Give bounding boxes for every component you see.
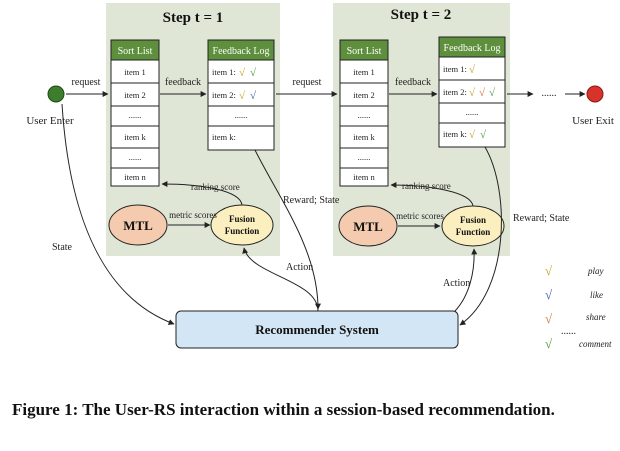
state-arrow: [61, 103, 175, 325]
step1-title: Step t = 1: [163, 10, 224, 26]
comment-check-icon: √: [480, 129, 487, 141]
legend: √ play √ like √ share ...... √ comment: [545, 263, 612, 351]
feedback-item: ......: [466, 107, 479, 117]
metric-scores-label: metric scores: [396, 211, 444, 221]
list-item: item k: [353, 132, 375, 142]
list-item: item 2: [124, 90, 145, 100]
request-label: request: [72, 77, 101, 88]
share-check-icon: √: [545, 311, 553, 326]
continue-dots: ......: [542, 88, 557, 99]
step1-mtl-node: [108, 204, 168, 246]
legend-label-like: like: [590, 290, 603, 300]
share-check-icon: √: [479, 87, 486, 99]
step2-title: Step t = 2: [391, 7, 452, 23]
reward-state-label: Reward; State: [283, 195, 340, 206]
list-item: item 1: [124, 67, 145, 77]
user-exit-label: User Exit: [572, 115, 614, 127]
feedback-label: feedback: [165, 77, 201, 88]
feedback-item: ......: [235, 110, 248, 120]
action-label: Action: [443, 278, 470, 289]
reward-state-arrow: [254, 149, 321, 310]
recommender-system-label: Recommender System: [255, 322, 379, 337]
step2-sort-list: Sort List item 1 item 2 ...... item k ..…: [339, 39, 389, 187]
play-check-icon: √: [239, 67, 246, 79]
feedback-item: item 2:: [212, 90, 236, 100]
action-label: Action: [286, 262, 313, 273]
legend-label-share: share: [586, 312, 606, 322]
fusion-label-line2: Function: [225, 226, 260, 236]
step1-fusion-node: [210, 204, 274, 246]
user-enter-label: User Enter: [26, 115, 74, 127]
action-arrow: [454, 248, 478, 312]
list-item: item n: [353, 172, 375, 182]
list-item: item 1: [353, 67, 374, 77]
play-check-icon: √: [469, 64, 476, 76]
action-arrow: [242, 247, 319, 312]
mtl-label: MTL: [123, 218, 153, 233]
list-item: ......: [129, 110, 142, 120]
ranking-score-label: ranking score: [402, 181, 451, 191]
legend-more-dots: ......: [561, 326, 576, 337]
metric-scores-label: metric scores: [169, 210, 217, 220]
comment-check-icon: √: [250, 67, 257, 79]
step1-feedback-log: Feedback Log item 1: √ √ item 2: √ √ ...…: [207, 39, 275, 151]
feedback-item: item 2:: [443, 87, 467, 97]
play-check-icon: √: [239, 90, 246, 102]
recommender-system-box: [175, 310, 459, 349]
play-check-icon: √: [545, 263, 553, 278]
step2-mtl-node: [338, 205, 398, 247]
list-item: item 2: [353, 90, 374, 100]
list-item: ......: [358, 110, 371, 120]
feedback-log-header-text: Feedback Log: [213, 46, 270, 57]
legend-label-comment: comment: [579, 339, 612, 349]
comment-check-icon: √: [545, 336, 553, 351]
fusion-label-line2: Function: [456, 227, 491, 237]
user-exit-icon: [586, 85, 604, 103]
list-item: ......: [358, 152, 371, 162]
feedback-log-header-text: Feedback Log: [444, 43, 501, 54]
figure-caption: Figure 1: The User-RS interaction within…: [12, 400, 555, 419]
mtl-label: MTL: [353, 219, 383, 234]
play-check-icon: √: [469, 87, 476, 99]
list-item: ......: [129, 152, 142, 162]
feedback-item: item k:: [443, 129, 467, 139]
feedback-item: item 1:: [443, 64, 467, 74]
like-check-icon: √: [545, 287, 553, 302]
feedback-label: feedback: [395, 77, 431, 88]
ranking-score-label: ranking score: [191, 182, 240, 192]
user-enter-icon: [47, 85, 65, 103]
feedback-item: item k:: [212, 132, 236, 142]
fusion-label-line1: Fusion: [460, 215, 486, 225]
like-check-icon: √: [250, 90, 257, 102]
play-check-icon: √: [469, 129, 476, 141]
ranking-score-arrow: [390, 182, 474, 207]
request-label: request: [293, 77, 322, 88]
sort-list-header-text: Sort List: [118, 46, 153, 57]
feedback-item: item 1:: [212, 67, 236, 77]
comment-check-icon: √: [489, 87, 496, 99]
step2-fusion-node: [441, 205, 505, 247]
sort-list-header-text: Sort List: [347, 46, 382, 57]
legend-label-play: play: [587, 266, 604, 276]
list-item: item k: [124, 132, 146, 142]
reward-state-label: Reward; State: [513, 213, 570, 224]
fusion-label-line1: Fusion: [229, 214, 255, 224]
step2-feedback-log: Feedback Log item 1: √ item 2: √ √ √ ...…: [438, 36, 506, 148]
list-item: item n: [124, 172, 146, 182]
step1-sort-list: Sort List item 1 item 2 ...... item k ..…: [110, 39, 160, 187]
user-rs-interaction-diagram: Step t = 1 Step t = 2 Sort List item 1 i…: [26, 3, 614, 351]
state-label: State: [52, 242, 73, 253]
ranking-score-arrow: [161, 181, 243, 206]
reward-state-arrow: [459, 146, 502, 326]
